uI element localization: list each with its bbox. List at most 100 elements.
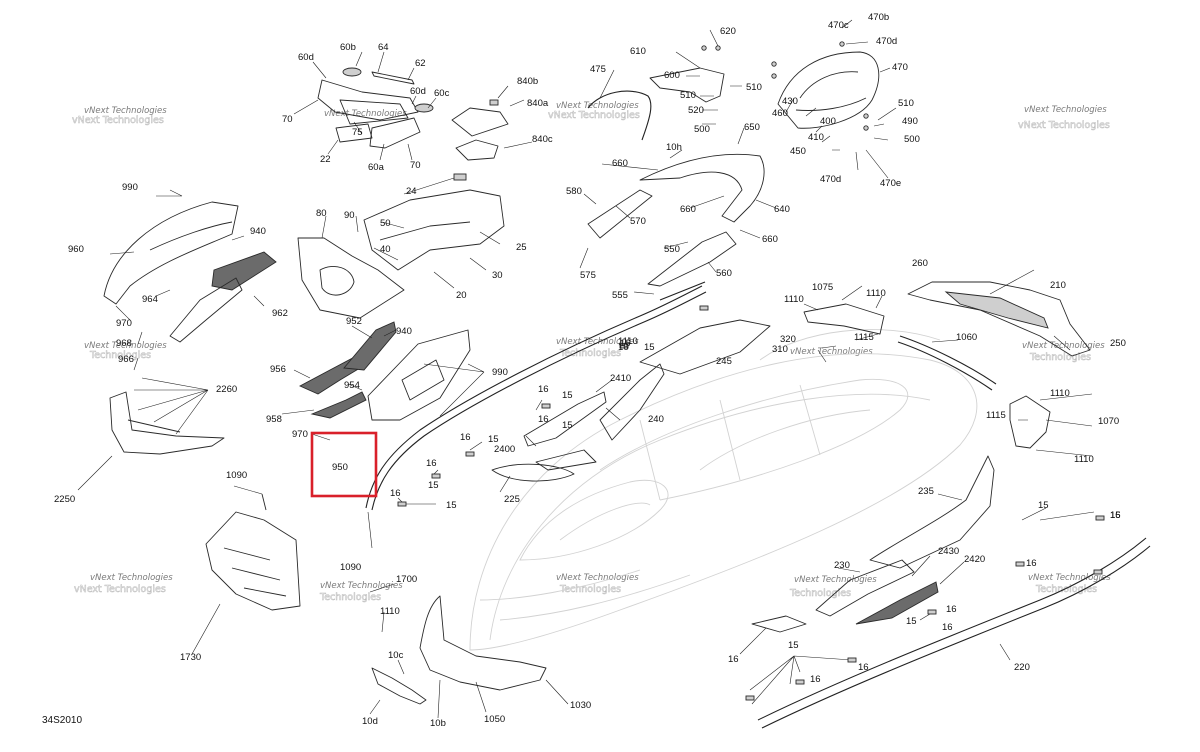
part-number-label: 1110 [380,606,400,617]
part-number-label: 1115 [854,332,874,343]
leader-lines [77,19,1095,719]
part-number-label: 840c [532,134,553,145]
watermark-text: Technologies [1029,352,1091,363]
part-number-label: 580 [566,186,582,197]
part-number-label: 500 [904,134,920,145]
part-number-label: 2420 [964,554,985,565]
watermark-text: vNext Technologies [548,110,640,121]
watermark-text: vNext Technologies [794,575,877,585]
part-number-label: 16 [426,458,437,469]
watermark-text: vNext Technologies [556,101,639,111]
part-number-label: 640 [774,204,790,215]
part-number-label: 620 [720,26,736,37]
part-number-label: 16 [942,622,953,633]
watermark-text: vNext Technologies [556,573,639,583]
watermarks: vNext Technologies vNext Technologies vN… [72,101,1112,603]
part-number-label: 15 [1110,510,1121,521]
part-number-label: 840b [517,76,538,87]
part-number-label: 990 [492,367,508,378]
part-number-label: 470d [820,174,841,185]
center-side-panels [298,321,471,421]
rub-rail-strip-center [365,285,707,511]
part-number-label: 560 [716,268,732,279]
watermark-text: Technologies [89,350,151,361]
part-number-label: 510 [680,90,696,101]
watermark-text: Technologies [1035,584,1097,595]
part-number-label: 235 [918,486,934,497]
part-number-label: 966 [118,354,134,365]
part-number-label: 952 [346,316,362,327]
part-number-label: 250 [1110,338,1126,349]
part-number-label: 75 [352,127,363,138]
part-number-label: 1700 [396,574,417,585]
part-number-label: 575 [580,270,596,281]
part-number-label: 970 [292,429,308,440]
part-number-label: 16 [946,604,957,615]
part-number-label: 960 [68,244,84,255]
part-number-label: 1110 [784,294,804,305]
watermark-text: vNext Technologies [90,573,173,583]
highlight-box [310,431,378,498]
part-number-label: 550 [664,244,680,255]
part-number-label: 968 [116,338,132,349]
part-number-label: 30 [492,270,503,281]
rear-corner-parts [1009,395,1051,449]
part-number-label: 660 [680,204,696,215]
part-number-label: 16 [618,342,629,353]
part-number-label: 320 [780,334,796,345]
part-number-label: 15 [644,342,655,353]
part-number-label: 16 [728,654,739,665]
hardware-marks [397,41,1105,701]
rub-rail-strip-right [757,537,1151,729]
watermark-text: vNext Technologies [84,106,167,116]
part-number-label: 60a [368,162,385,173]
part-number-label: 16 [620,338,631,349]
part-number-label: 10b [430,718,446,729]
part-number-label: 460 [772,108,788,119]
part-number-label: 10d [362,716,378,727]
part-number-label: 956 [270,364,286,375]
part-number-label: 80 [316,208,327,219]
part-number-label: 1050 [484,714,505,725]
watermark-text: vNext Technologies [320,581,403,591]
part-number-label: 230 [834,560,850,571]
part-number-label: 16 [538,384,549,395]
part-number-label: 16 [538,414,549,425]
part-number-label: 940 [396,326,412,337]
part-number-label: 15 [446,500,457,511]
part-number-label: 430 [782,96,798,107]
part-number-label: 475 [590,64,606,75]
part-number-label: 2260 [216,384,237,395]
part-number-label: 500 [694,124,710,135]
part-number-label: 10h [666,142,682,153]
rear-top-parts [803,303,997,391]
front-lip-parts [109,391,225,455]
front-bumper-parts [371,595,547,705]
part-number-label: 962 [272,308,288,319]
part-number-label: 1090 [340,562,361,573]
watermark-text: vNext Technologies [72,115,164,126]
part-number-label: 555 [612,290,628,301]
part-number-label: 470e [880,178,901,189]
part-number-label: 60d [410,86,426,97]
part-number-label: 220 [1014,662,1030,673]
part-number-label: 15 [488,434,499,445]
part-number-label: 2410 [610,373,631,384]
part-number-label: 25 [516,242,527,253]
glovebox-parts [297,173,505,319]
part-number-label: 1110 [866,288,886,299]
part-number-label: 62 [415,58,426,69]
part-number-label: 60d [298,52,314,63]
part-number-label: 24 [406,186,417,197]
part-number-label: 610 [630,46,646,57]
part-number-label: 660 [762,234,778,245]
left-side-panels [103,201,277,343]
part-number-label: 260 [912,258,928,269]
part-number-label: 90 [344,210,355,221]
part-number-label: 954 [344,380,360,391]
part-number-label: 940 [250,226,266,237]
part-number-label: 16 [810,674,821,685]
part-number-label: 210 [1050,280,1066,291]
watermark-text: Technologies [559,584,621,595]
